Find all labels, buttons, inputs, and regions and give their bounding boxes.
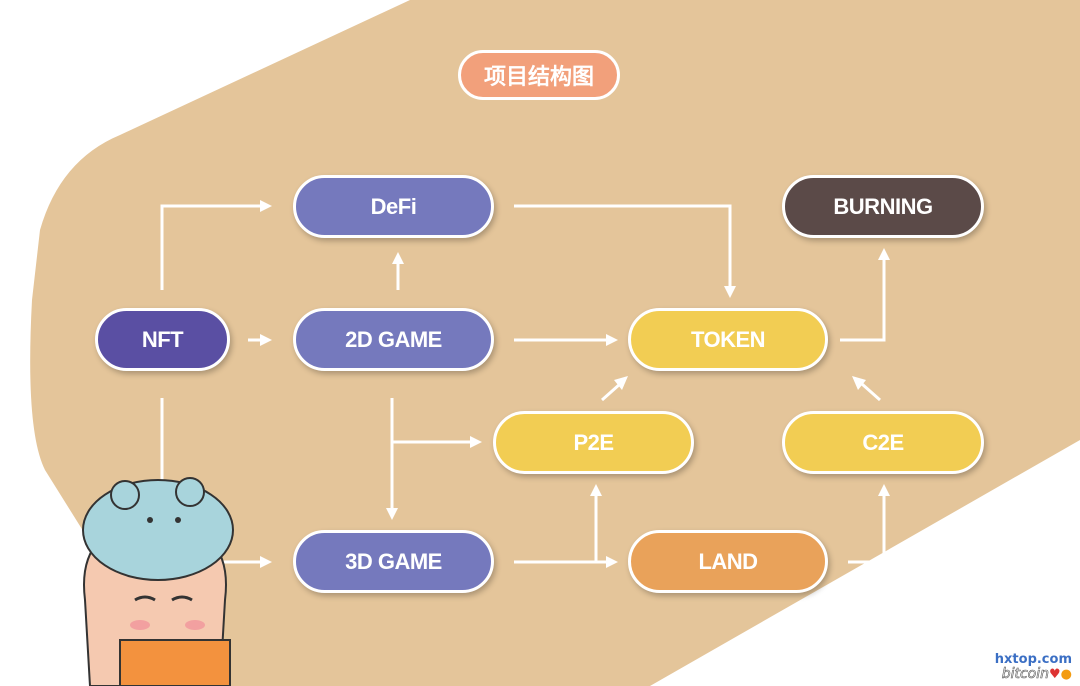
node-land: LAND (628, 530, 828, 593)
mascot-illustration (82, 477, 234, 686)
node-3d-game: 3D GAME (293, 530, 494, 593)
node-token: TOKEN (628, 308, 828, 371)
watermark: hxtop.com bitcoin♥● (995, 652, 1072, 682)
arrowheads (260, 200, 890, 568)
diagram-title: 项目结构图 (458, 50, 620, 100)
node-p2e: P2E (493, 411, 694, 474)
heart-bitcoin-icon: ♥ (1049, 667, 1061, 682)
watermark-brand: bitcoin (1001, 666, 1049, 682)
node-2d-game: 2D GAME (293, 308, 494, 371)
arrows (160, 204, 886, 564)
node-c2e: C2E (782, 411, 984, 474)
node-defi: DeFi (293, 175, 494, 238)
watermark-site: hxtop.com (994, 652, 1072, 667)
node-burning: BURNING (782, 175, 984, 238)
bitcoin-coin-icon: ● (1060, 667, 1072, 682)
node-nft: NFT (95, 308, 230, 371)
